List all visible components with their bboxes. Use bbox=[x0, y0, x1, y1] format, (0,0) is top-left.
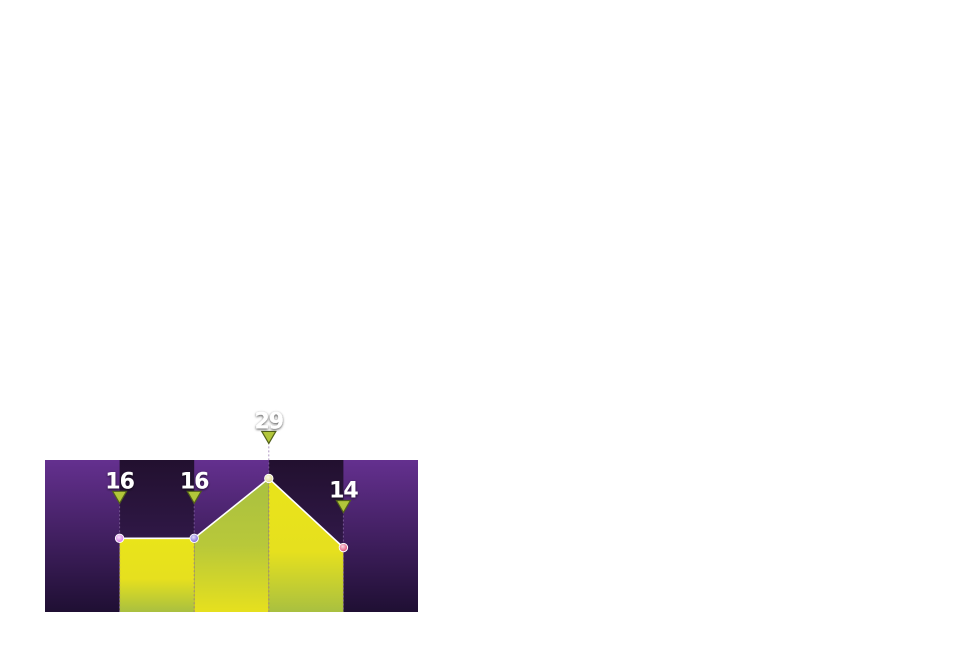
value-labels: 16 16 29 14 bbox=[105, 409, 359, 504]
series-line bbox=[119, 477, 344, 549]
area-segment bbox=[268, 478, 344, 612]
data-label: 16 bbox=[105, 469, 134, 494]
data-label: 29 bbox=[254, 409, 283, 434]
value-marker-icon bbox=[335, 499, 352, 514]
area-segments bbox=[119, 478, 344, 612]
value-markers bbox=[111, 430, 352, 514]
value-marker-icon bbox=[260, 430, 277, 445]
data-point-highlight bbox=[190, 534, 198, 542]
data-point-highlight bbox=[116, 534, 124, 542]
data-label: 14 bbox=[329, 479, 358, 504]
data-point-highlight bbox=[339, 543, 347, 552]
data-point-highlight bbox=[265, 474, 273, 483]
area-segment bbox=[119, 538, 195, 612]
guide-lines bbox=[119, 438, 344, 612]
data-points bbox=[114, 473, 349, 553]
series-polyline bbox=[119, 477, 344, 549]
value-marker-icon bbox=[186, 490, 203, 505]
value-marker-icon bbox=[111, 490, 128, 505]
area-segment bbox=[194, 478, 269, 612]
data-label: 16 bbox=[180, 469, 209, 494]
